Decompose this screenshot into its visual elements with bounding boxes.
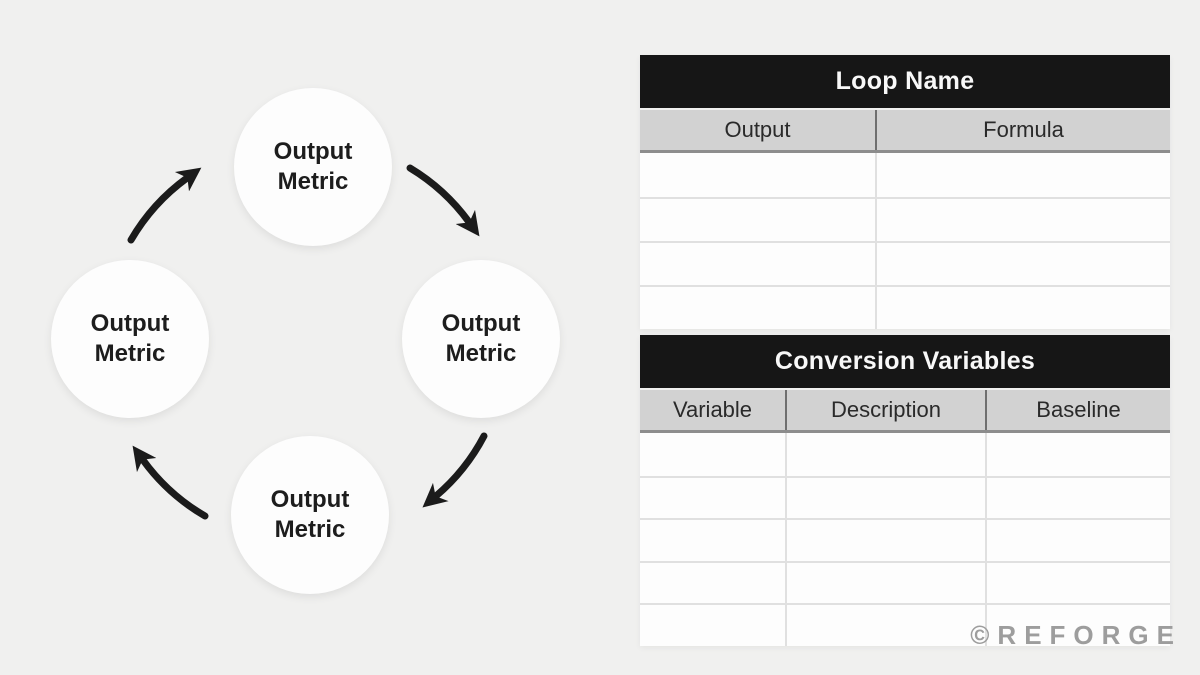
table-row <box>640 241 1170 285</box>
conversion-variables-table: Conversion Variables Variable Descriptio… <box>640 335 1170 646</box>
column-header-baseline: Baseline <box>985 390 1170 430</box>
loop-node-label: Output Metric <box>273 138 353 195</box>
table-row <box>640 518 1170 561</box>
empty-cell <box>985 518 1170 561</box>
empty-cell <box>985 603 1170 646</box>
table-title: Conversion Variables <box>640 335 1170 388</box>
loop-node-top: Output Metric <box>234 88 392 246</box>
empty-cell <box>875 153 1170 197</box>
table-row <box>640 433 1170 476</box>
arrow-top-to-right-icon <box>406 164 480 237</box>
empty-cell <box>640 285 875 329</box>
empty-cell <box>875 285 1170 329</box>
empty-cell <box>640 241 875 285</box>
column-header-formula: Formula <box>875 110 1170 150</box>
table-row <box>640 475 1170 518</box>
arrow-left-to-top-icon <box>127 167 202 244</box>
empty-cell <box>875 197 1170 241</box>
empty-cell <box>640 603 785 646</box>
table-row <box>640 560 1170 603</box>
empty-cell <box>985 475 1170 518</box>
reforge-watermark: ©REFORGE <box>970 620 1182 650</box>
column-header-row: Variable Description Baseline <box>640 390 1170 433</box>
empty-cell <box>875 241 1170 285</box>
column-header-output: Output <box>640 110 875 150</box>
empty-cell <box>640 518 785 561</box>
empty-cell <box>640 197 875 241</box>
loop-node-right: Output Metric <box>402 260 560 418</box>
loop-name-table: Loop Name Output Formula <box>640 55 1170 329</box>
empty-cell <box>785 518 985 561</box>
arrow-bottom-to-left-icon <box>132 445 209 520</box>
loop-node-bottom: Output Metric <box>231 436 389 594</box>
loop-node-label: Output Metric <box>270 486 350 543</box>
empty-cell <box>785 433 985 476</box>
column-header-description: Description <box>785 390 985 430</box>
empty-cell <box>640 433 785 476</box>
empty-cell <box>640 560 785 603</box>
empty-cell <box>985 433 1170 476</box>
empty-cell <box>785 560 985 603</box>
empty-cell <box>640 153 875 197</box>
arrow-right-to-bottom-icon <box>422 432 488 508</box>
empty-cell <box>985 560 1170 603</box>
empty-cell <box>640 475 785 518</box>
table-row <box>640 197 1170 241</box>
loop-node-label: Output Metric <box>441 310 521 367</box>
table-row <box>640 603 1170 646</box>
table-row <box>640 285 1170 329</box>
loop-node-left: Output Metric <box>51 260 209 418</box>
column-header-row: Output Formula <box>640 110 1170 153</box>
loop-arrows <box>127 164 488 520</box>
loop-diagram: Output Metric Output Metric Output Metri… <box>51 88 560 594</box>
empty-cell <box>785 603 985 646</box>
column-header-variable: Variable <box>640 390 785 430</box>
table-title: Loop Name <box>640 55 1170 108</box>
table-row <box>640 153 1170 197</box>
empty-cell <box>785 475 985 518</box>
loop-node-label: Output Metric <box>90 310 170 367</box>
